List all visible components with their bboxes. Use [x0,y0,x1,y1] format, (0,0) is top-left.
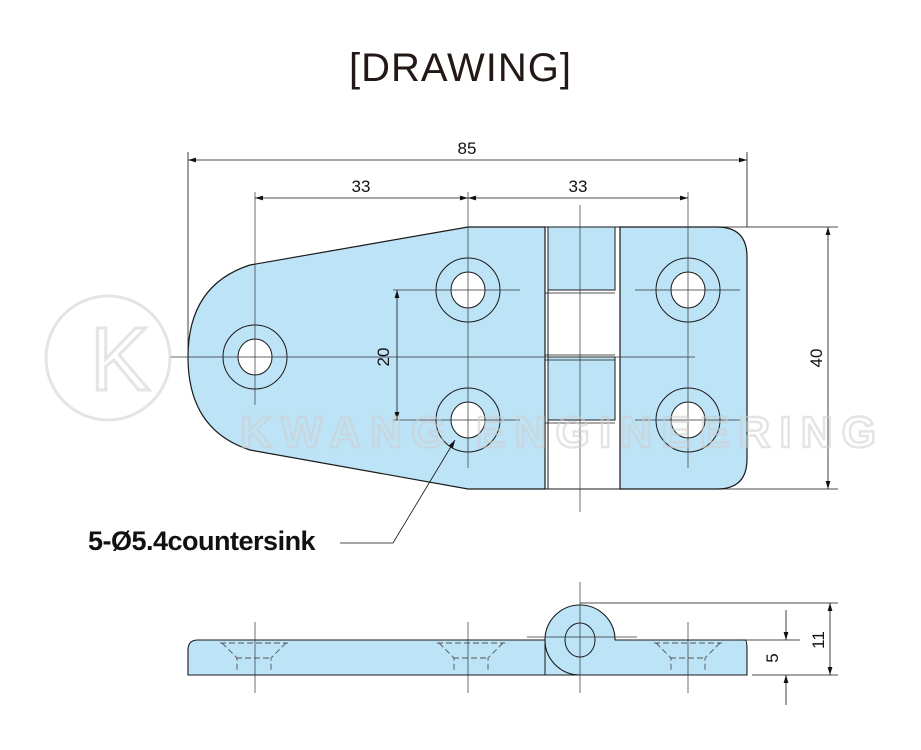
center-lines [170,192,740,512]
dim-knuckle-height: 11 [809,631,828,649]
countersinks [220,642,722,670]
dim-overall-width: 40 [807,349,826,368]
side-dimension-lines [580,602,838,705]
watermark-logo-icon [44,294,172,422]
dim-plate-thickness: 5 [763,653,782,662]
hinge-top-view [170,192,748,512]
dim-overall-length: 85 [458,139,477,158]
right-leaf-plate [619,226,748,490]
dim-hole-pitch-left: 33 [352,177,371,196]
countersink-callout: 5-Ø5.4countersink [88,526,316,556]
hinge-side-view [187,582,748,693]
drawing-title: [DRAWING] [348,46,573,90]
dim-hole-pitch-right: 33 [569,177,588,196]
watermark: K KWANG ENGINEERING [44,294,880,458]
svg-text:KWANG ENGINEERING: KWANG ENGINEERING [240,408,880,457]
svg-text:K: K [90,310,150,410]
dim-hole-spacing: 20 [374,348,393,367]
dimension-lines [187,152,838,544]
